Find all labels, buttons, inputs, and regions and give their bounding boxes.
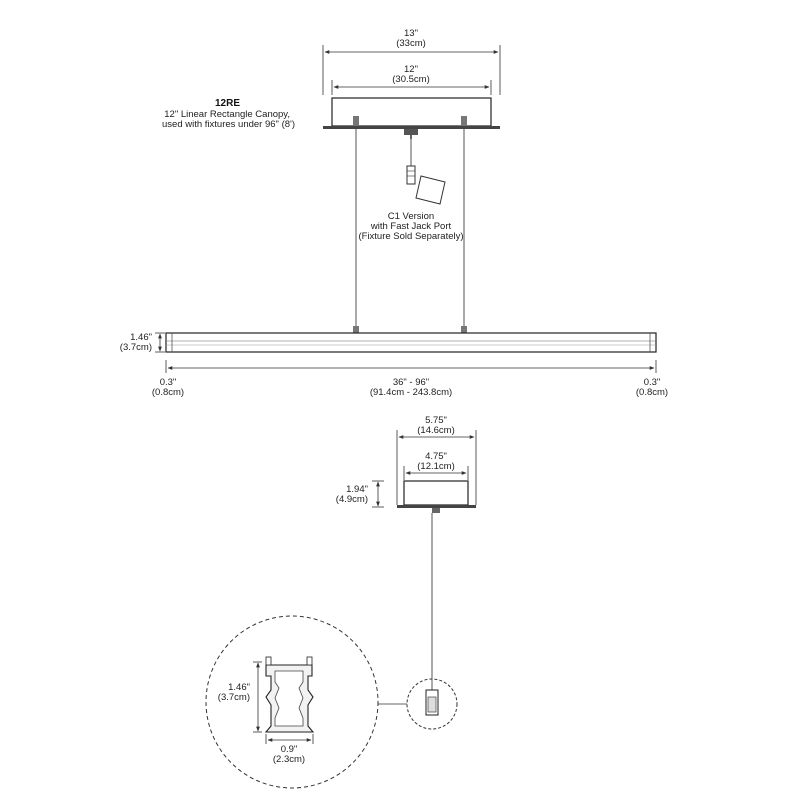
fixture-length-in: 36" - 96" <box>393 377 429 388</box>
side-outer-width-cm: (14.6cm) <box>417 425 454 436</box>
left-end-cm: (0.8cm) <box>152 387 184 398</box>
c1-note-line1: C1 Version <box>388 211 434 222</box>
fast-jack-connector: C1 Version with Fast Jack Port (Fixture … <box>358 139 464 242</box>
linear-canopy <box>323 97 500 139</box>
canopy-inner-width-in: 12" <box>404 64 418 75</box>
profile-detail-circle: 1.46" (3.7cm) 0.9" (2.3cm) <box>205 615 379 789</box>
fixture-height-in: 1.46" <box>130 332 152 343</box>
canopy-model: 12RE <box>215 98 240 109</box>
side-height-dimension: 1.94" (4.9cm) <box>336 480 384 508</box>
canopy-inner-width-cm: (30.5cm) <box>392 74 429 85</box>
detail-circle-small <box>406 678 458 730</box>
canopy-description-line2: used with fixtures under 96" (8') <box>162 119 295 130</box>
side-inner-dimension: 4.75" (12.1cm) <box>403 451 469 480</box>
c1-note-line2: with Fast Jack Port <box>370 221 452 232</box>
side-canopy-height-in: 1.94" <box>346 484 368 495</box>
c1-note-line3: (Fixture Sold Separately) <box>358 231 463 242</box>
cable-grippers <box>353 326 467 333</box>
side-inner-width-in: 4.75" <box>425 451 447 462</box>
side-inner-width-cm: (12.1cm) <box>417 461 454 472</box>
fixture-profile-section <box>264 656 315 733</box>
fixture-length-dimension: 0.3" (0.8cm) 36" - 96" (91.4cm - 243.8cm… <box>152 360 668 398</box>
right-end-in: 0.3" <box>644 377 661 388</box>
fixture-length-cm: (91.4cm - 243.8cm) <box>370 387 452 398</box>
right-end-cm: (0.8cm) <box>636 387 668 398</box>
profile-width-cm: (2.3cm) <box>273 754 305 765</box>
profile-height-cm: (3.7cm) <box>218 692 250 703</box>
profile-height-in: 1.46" <box>228 682 250 693</box>
left-end-in: 0.3" <box>160 377 177 388</box>
side-canopy-height-cm: (4.9cm) <box>336 494 368 505</box>
fixture-height-dimension: 1.46" (3.7cm) <box>120 332 165 353</box>
canopy-outer-width-cm: (33cm) <box>396 38 426 49</box>
suspension-cables <box>355 129 465 326</box>
canopy-outer-width-in: 13" <box>404 28 418 39</box>
side-outer-dimension: 5.75" (14.6cm) <box>396 415 477 505</box>
side-outer-width-in: 5.75" <box>425 415 447 426</box>
canopy-outer-dimension: 13" (33cm) <box>322 28 501 95</box>
canopy-label: 12RE 12" Linear Rectangle Canopy, used w… <box>162 98 295 130</box>
side-canopy <box>397 480 476 513</box>
linear-fixture <box>165 332 657 353</box>
profile-width-in: 0.9" <box>281 744 298 755</box>
fixture-height-cm: (3.7cm) <box>120 342 152 353</box>
canopy-description-line1: 12" Linear Rectangle Canopy, <box>164 109 290 120</box>
canopy-inner-dimension: 12" (30.5cm) <box>331 64 492 95</box>
